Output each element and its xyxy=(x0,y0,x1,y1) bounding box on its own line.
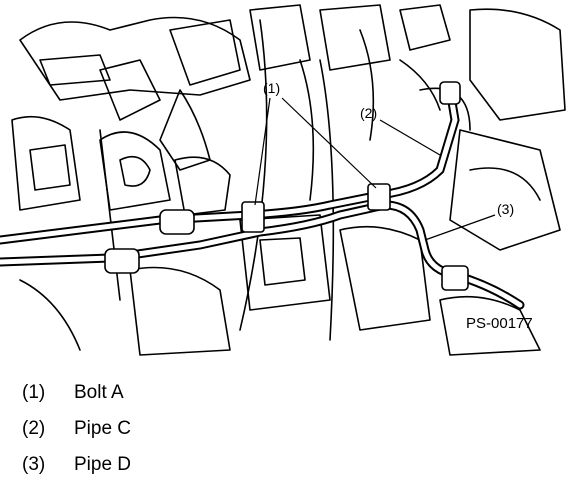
engine-pipe-diagram: (1) (2) (3) PS-00177 xyxy=(0,4,566,356)
figure-id: PS-00177 xyxy=(466,315,533,332)
callout-3: (3) xyxy=(497,201,514,217)
callout-2: (2) xyxy=(360,105,377,121)
legend-item: (1) Bolt A xyxy=(22,378,131,414)
legend-label: Pipe C xyxy=(74,418,132,439)
legend-number: (1) xyxy=(22,382,46,403)
legend-number: (3) xyxy=(22,454,46,475)
legend: (1) Bolt A (2) Pipe C (3) Pipe D xyxy=(22,378,131,486)
legend-item: (3) Pipe D xyxy=(22,450,131,486)
legend-item: (2) Pipe C xyxy=(22,414,131,450)
legend-label: Bolt A xyxy=(74,382,124,403)
legend-label: Pipe D xyxy=(74,454,132,475)
engine-background xyxy=(11,4,566,356)
pipe-connectors xyxy=(104,81,469,291)
leader-lines xyxy=(254,97,496,241)
bolt-a-icon xyxy=(241,183,391,233)
legend-number: (2) xyxy=(22,418,46,439)
callout-1: (1) xyxy=(263,80,280,96)
